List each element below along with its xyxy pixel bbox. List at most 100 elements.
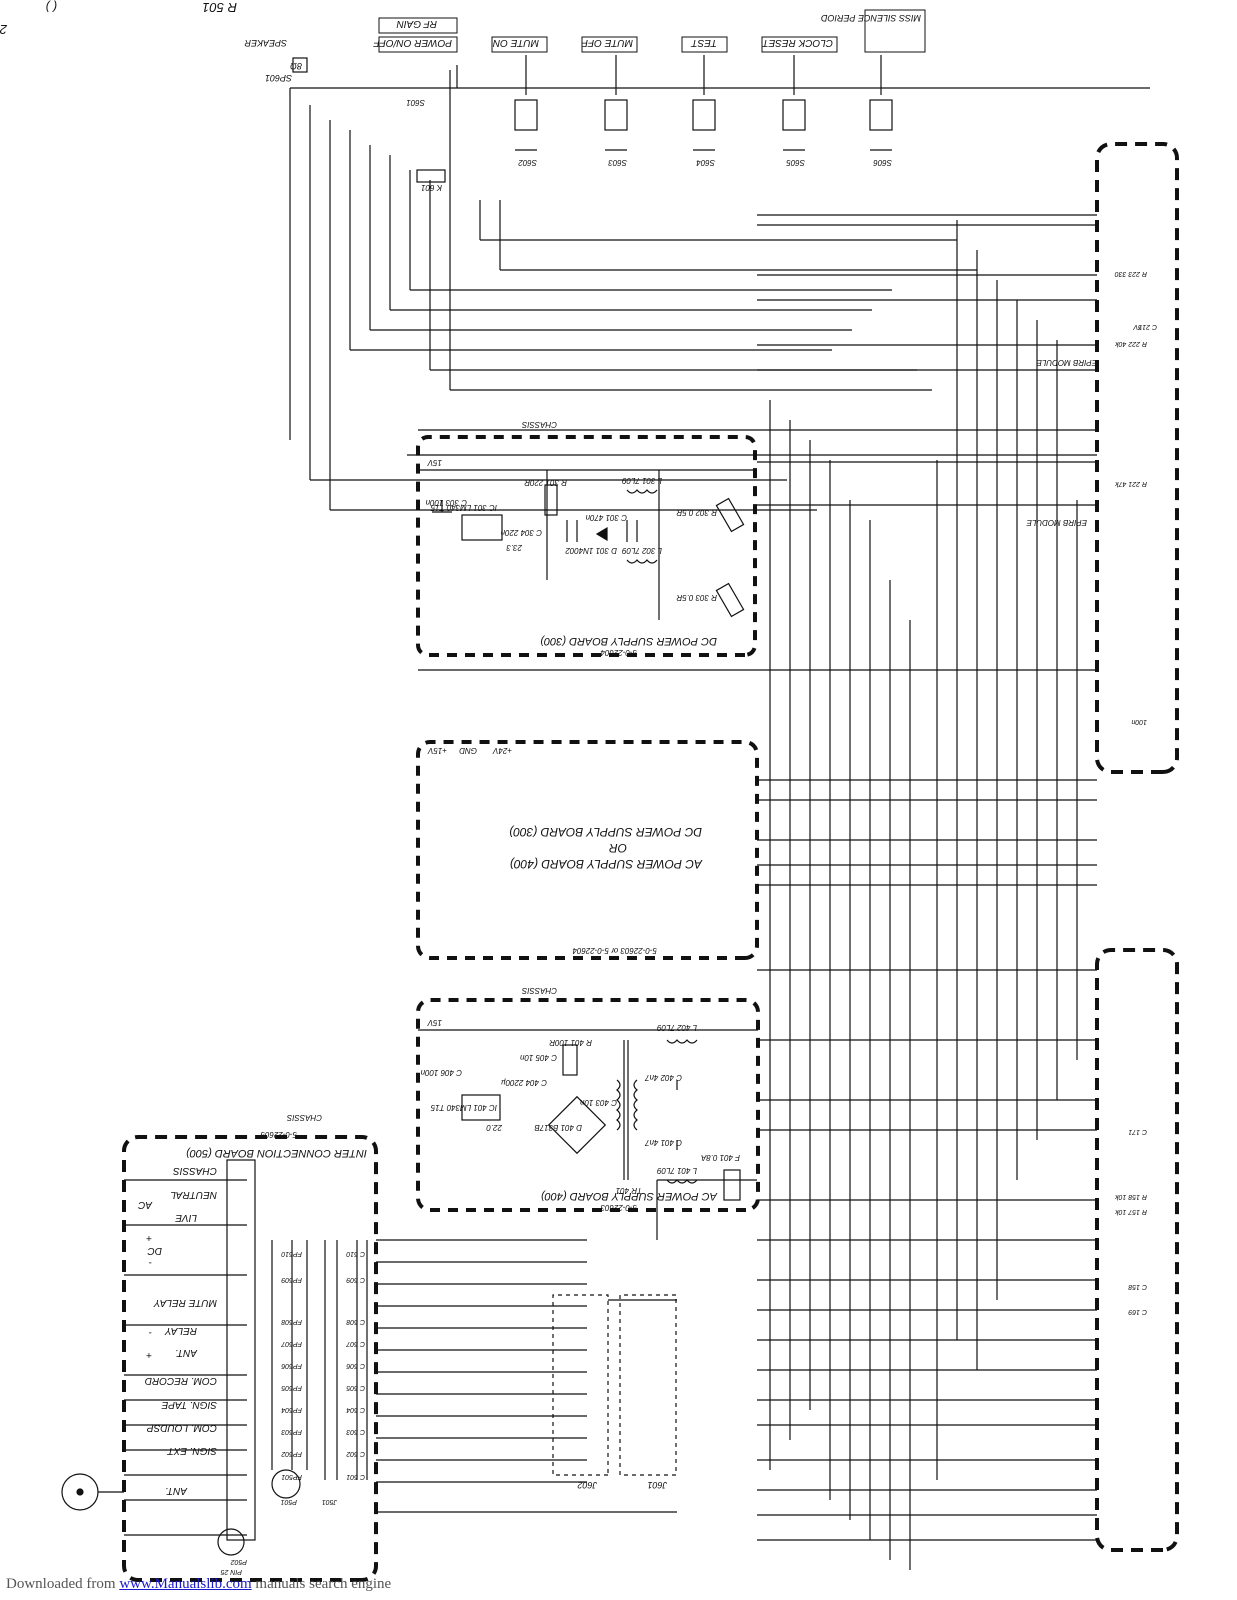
- switch-label-rfgain: RF GAIN: [396, 18, 437, 29]
- bridge-rectifier-d401: [547, 1095, 607, 1155]
- ic-c507: C 507: [345, 1340, 365, 1347]
- ic-fp502: FP502: [281, 1450, 302, 1457]
- wire-bus-staircase: [309, 70, 977, 511]
- ic-c504: C 504: [346, 1406, 365, 1413]
- connector-j602: J602: [577, 1480, 598, 1490]
- ic-c505: C 505: [346, 1384, 365, 1391]
- ic-row-0: CHASSIS: [173, 1165, 217, 1176]
- switch-s602-body: [514, 99, 538, 131]
- ac-comp-c402: C 402 4n7: [645, 1073, 682, 1082]
- rp-c158: C 158: [1128, 1283, 1147, 1290]
- ic-c501: C 501: [346, 1473, 365, 1480]
- terminal-strip: [226, 1159, 256, 1541]
- ic-row-9: SIGN. TAPE: [161, 1399, 217, 1410]
- ic-group-dc: DC: [147, 1245, 162, 1256]
- rp-c169: C 169: [1128, 1308, 1147, 1315]
- manualslib-link[interactable]: www.Manualslib.com: [119, 1576, 252, 1592]
- interconnect-wires: [376, 1179, 757, 1513]
- dc-comp-l302: L 302 7L09: [622, 546, 662, 555]
- ic-ref-pin25: PIN 25: [220, 1568, 242, 1575]
- inductor-l301: [626, 489, 658, 494]
- dc-comp-c303: C 303 100n: [425, 498, 467, 507]
- dc-comp-d301: D 301 1N4002: [565, 546, 617, 555]
- ic-row-3: +: [146, 1232, 152, 1243]
- j602-box: [552, 1294, 609, 1476]
- transformer-tr401-primary: [633, 1079, 638, 1131]
- ic-row-12: ANT.: [165, 1485, 188, 1496]
- switch-s606-body: [869, 99, 893, 131]
- wire-bus-horizontals: [407, 214, 1097, 1541]
- dc-comp-ic301: IC 301 LM340 T15: [430, 503, 497, 512]
- relay-k601: [416, 169, 446, 183]
- switch-ref-s604: S604: [696, 158, 715, 167]
- download-footer: Downloaded from www.Manualslib.com manua…: [6, 1576, 391, 1593]
- ac-board-part: 5-0-22603: [600, 1203, 637, 1212]
- antenna-connector-p501: [271, 1469, 301, 1499]
- dc-comp-15v: 15V: [427, 458, 442, 467]
- ac-comp-c401: C 401 4n7: [645, 1138, 682, 1147]
- switch-s603-body: [604, 99, 628, 131]
- rp-r223: R 223 330: [1115, 270, 1147, 277]
- footer-prefix: Downloaded from: [6, 1576, 116, 1592]
- ic-fp504: FP504: [281, 1406, 302, 1413]
- mid-pin-gnd: GND: [459, 746, 477, 755]
- footer-suffix: manuals search engine: [255, 1576, 392, 1592]
- ac-comp-c406: C 406 100n: [420, 1068, 462, 1077]
- ic-fp505: FP505: [281, 1384, 302, 1391]
- ic-group-relay: RELAY: [164, 1325, 197, 1336]
- dc-comp-c301: C 301 470n: [585, 513, 627, 522]
- wire-bus-verticals: [769, 220, 1078, 1570]
- ground-screw: [217, 1528, 245, 1556]
- title-line1: 2182 kHz WATCHKEEPING RECEIVER: [0, 22, 8, 37]
- mid-pin-15v: +15V: [427, 746, 447, 755]
- ac-comp-c405: C 405 10n: [520, 1053, 557, 1062]
- rp-r158: R 158 10k: [1115, 1193, 1147, 1200]
- ic-row-4: -: [148, 1257, 152, 1268]
- ac-board-chassis: CHASSIS: [521, 986, 557, 995]
- rp-100n: 100n: [1131, 718, 1147, 725]
- switch-label-mute-on: MUTE ON: [492, 37, 539, 48]
- ic-c506: C 506: [346, 1362, 365, 1369]
- inductor-l401: [666, 1179, 698, 1184]
- switch-ref-s605: S605: [786, 158, 805, 167]
- resistor-r301: [544, 484, 558, 516]
- switch-ref-s602: S602: [518, 158, 537, 167]
- mid-pin-24v: +24V: [492, 746, 512, 755]
- ac-comp-15v: 15V: [427, 1018, 442, 1027]
- ic-c503: C 503: [346, 1428, 365, 1435]
- title-mark: ( ): [46, 0, 57, 14]
- ac-comp-l402: L 402 7L09: [657, 1023, 697, 1032]
- resistor-r401: [562, 1044, 578, 1076]
- ic-ref-p501: P501: [281, 1498, 297, 1505]
- rp-r221: R 221 47k: [1115, 480, 1147, 487]
- switch-ref-s606: S606: [873, 158, 892, 167]
- switch-ref-s603: S603: [608, 158, 627, 167]
- switch-s604-body: [692, 99, 716, 131]
- diode-d301: [595, 526, 608, 542]
- switch-label-clock-reset: CLOCK RESET: [762, 37, 833, 48]
- dc-comp-c304: C 304 220n: [500, 528, 542, 537]
- speaker-ref: SP601: [265, 73, 292, 83]
- dc-comp-233: 23.3: [506, 543, 523, 552]
- dc-board-part: 5-0-22604: [600, 648, 637, 657]
- dc-board-chassis: CHASSIS: [521, 420, 557, 429]
- ac-board-title: AC POWER SUPPLY BOARD (400): [541, 1190, 718, 1202]
- dc-comp-r302: R 302 0.5R: [676, 508, 717, 517]
- interconnect-chassis: CHASSIS: [286, 1113, 322, 1122]
- resistor-r303: [715, 582, 745, 618]
- ac-regulator-ic401: [461, 1094, 501, 1121]
- module-epirb-lower: EPIRB MODULE: [1026, 518, 1087, 527]
- ic-row-2: LIVE: [175, 1212, 197, 1223]
- ic-row-6: -: [148, 1327, 152, 1338]
- rp-c217: C 217: [1137, 323, 1157, 330]
- title-line2: R 501: [202, 0, 237, 15]
- ac-comp-220: 22.0: [486, 1123, 503, 1132]
- dc-comp-r303: R 303 0.5R: [676, 593, 717, 602]
- ic-row-5: MUTE RELAY: [153, 1297, 217, 1308]
- ic-ref-j501: J501: [322, 1498, 338, 1505]
- inductor-l402: [666, 1039, 698, 1044]
- dc-board-internals: [418, 469, 755, 620]
- filter-capacitors: [271, 1240, 368, 1480]
